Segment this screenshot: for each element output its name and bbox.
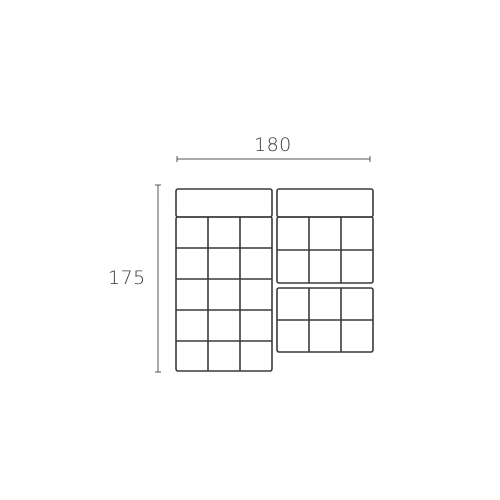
- right-upper-module: [276, 188, 374, 284]
- width-dimension-label: 180: [254, 134, 292, 156]
- right-module-backrest: [276, 188, 374, 218]
- left-module-backrest: [175, 188, 273, 218]
- height-dimension-label: 175: [108, 267, 146, 289]
- right-lower-module: [276, 287, 374, 353]
- left-module-seat: [175, 216, 273, 372]
- width-dimension-line: [176, 156, 371, 162]
- left-module: [175, 188, 273, 372]
- height-dimension-line: [155, 184, 161, 373]
